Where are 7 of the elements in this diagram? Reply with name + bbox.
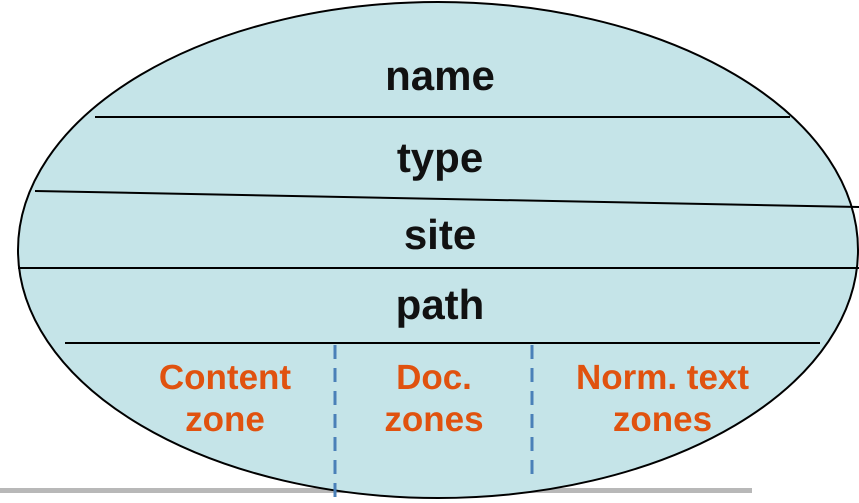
- field-label: name: [330, 45, 550, 107]
- field-label: site: [330, 208, 550, 262]
- zone-label: Content zone: [125, 348, 325, 450]
- field-label: type: [330, 128, 550, 188]
- zone-label: Doc. zones: [342, 348, 526, 450]
- zone-label: Norm. text zones: [540, 348, 785, 450]
- field-label: path: [330, 276, 550, 334]
